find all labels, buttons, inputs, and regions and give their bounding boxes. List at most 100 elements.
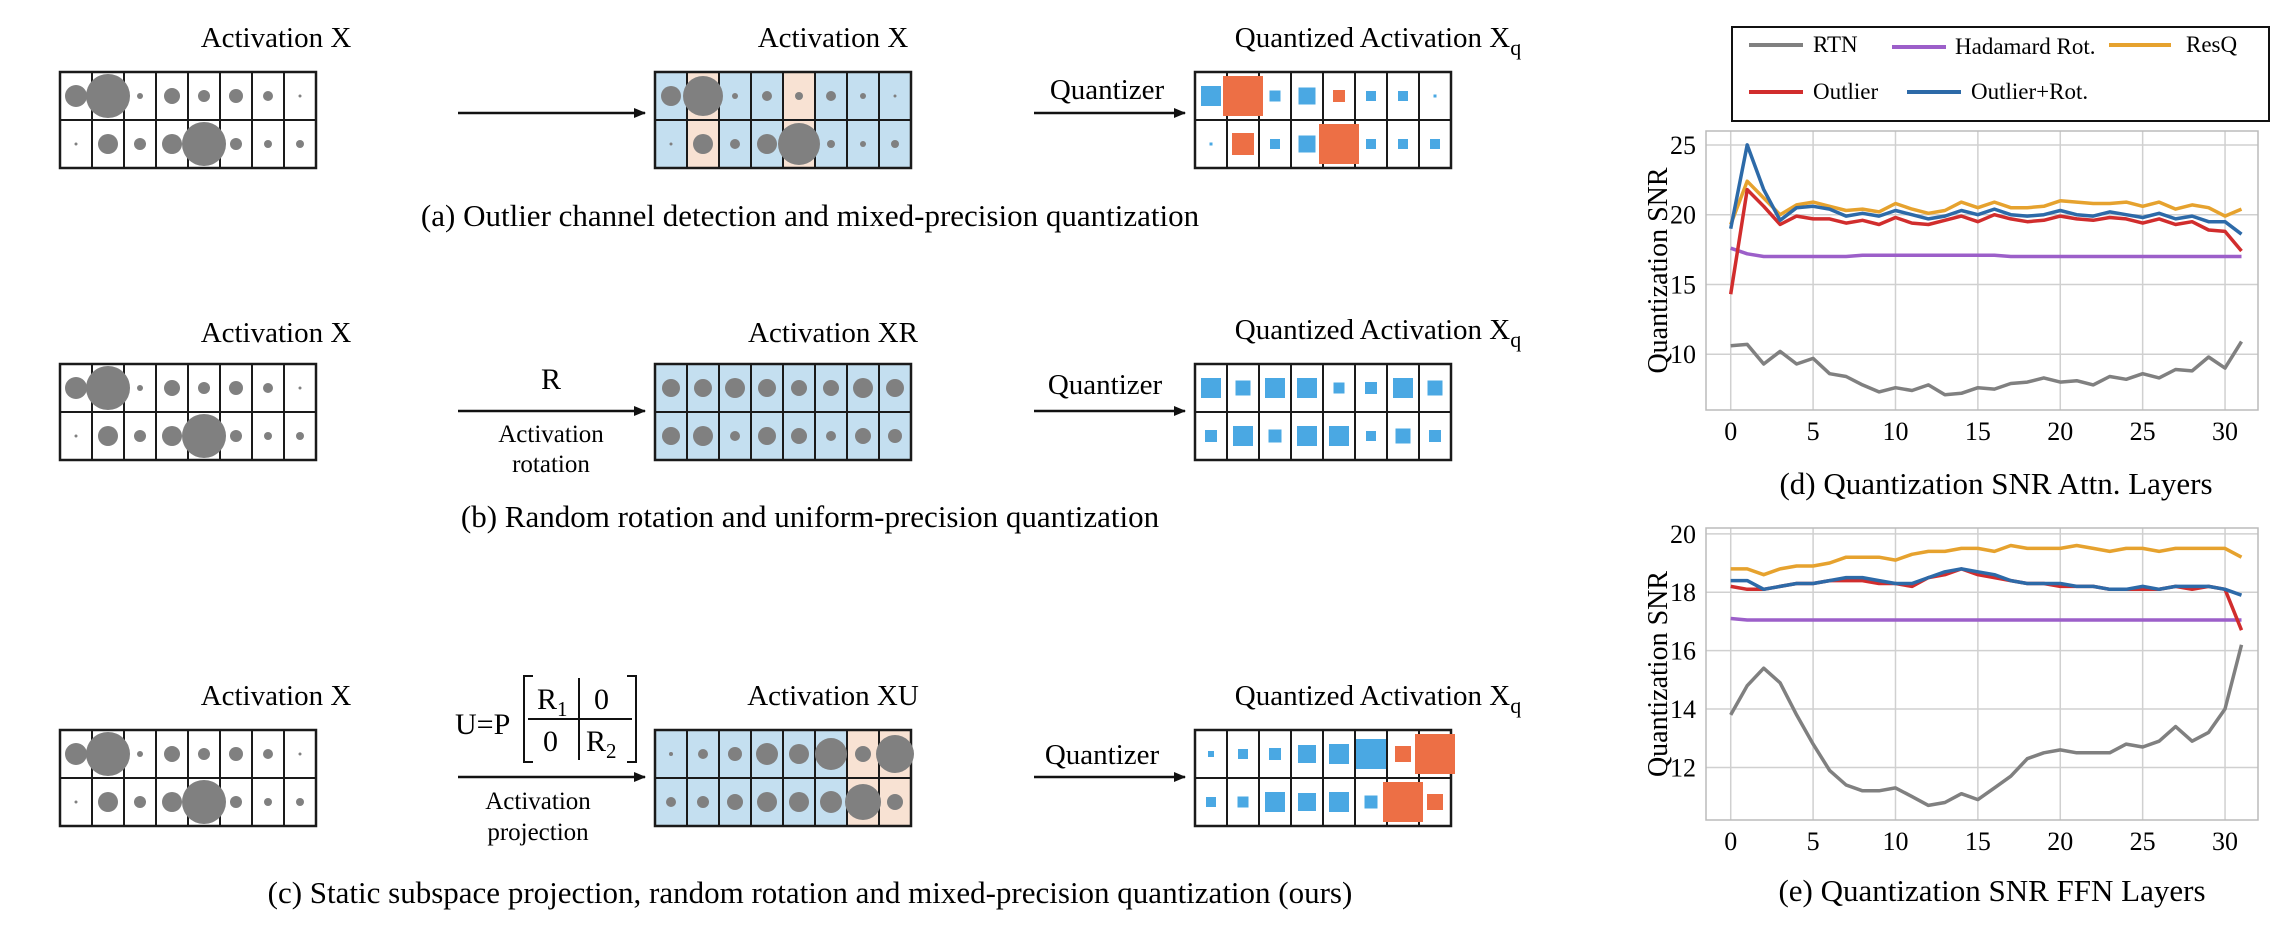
activation-dot [855,428,871,444]
activation-dot [264,798,272,806]
series-line-resq [1730,543,2243,577]
activation-dot [137,751,143,757]
panel-b-mid-matrix [653,362,913,462]
activation-dot [98,134,118,154]
activation-dot [263,749,273,759]
panel-c-arrow-label-2: projection [487,819,589,846]
activation-dot [693,426,713,446]
activation-dot [823,380,839,396]
quantized-square [1237,796,1249,808]
activation-dot [853,378,873,398]
plot-frame [1705,527,2259,821]
activation-dot [888,429,902,443]
activation-dot [86,732,130,776]
quantized-square [1364,795,1378,809]
activation-dot [230,430,242,442]
outlier-square [1383,782,1423,822]
activation-dot [758,379,776,397]
activation-dot [820,791,842,813]
quantized-square [1395,428,1411,444]
activation-dot [698,749,708,759]
activation-dot [198,748,210,760]
activation-dot [697,796,709,808]
activation-dot [137,385,143,391]
quantized-square [1427,380,1443,396]
legend-box [1731,26,2270,122]
quantized-square [1208,751,1214,757]
activation-dot [756,743,778,765]
y-axis-label: Quantization SNR [1643,571,1674,777]
series-line-hadamard-rot [1730,246,2242,259]
x-tick-label: 0 [1724,417,1737,446]
activation-dot [65,377,87,399]
activation-dot [263,383,273,393]
y-tick-label: 20 [1670,520,1696,549]
y-tick-label: 15 [1670,270,1696,299]
panel-b-input-title: Activation X [201,317,352,349]
matrix-border [653,362,913,462]
quantized-square [1329,744,1349,764]
panel-a-caption: (a) Outlier channel detection and mixed-… [421,198,1200,233]
activation-dot [815,738,847,770]
activation-dot [757,792,777,812]
panel-a-input-matrix [58,70,318,170]
activation-dot [727,794,743,810]
matrix-border [58,70,318,170]
formula-zero-top: 0 [594,683,609,716]
matrix-border [58,728,318,828]
activation-dot [182,780,226,824]
activation-dot [134,796,146,808]
x-tick-label: 10 [1882,417,1908,446]
series-line-outlier-rot [1728,143,2243,236]
matrix-cell [782,71,816,121]
panel-a-quantizer-label: Quantizer [1050,74,1165,106]
activation-dot [298,752,302,756]
activation-dot [757,134,777,154]
outlier-square [1232,133,1254,155]
x-tick-label: 15 [1965,827,1991,856]
x-tick-label: 15 [1965,417,1991,446]
activation-dot [230,796,242,808]
activation-dot [669,142,673,146]
activation-dot [162,426,182,446]
quantized-square [1429,430,1441,442]
quantized-square [1365,382,1377,394]
activation-dot [229,747,243,761]
matrix-border [653,728,913,828]
activation-dot [162,792,182,812]
panel-b-output-matrix [1193,362,1453,462]
panel-a: Activation X Activation X Quantizer Quan… [58,22,1521,233]
panel-c-caption: (c) Static subspace projection, random r… [268,875,1353,910]
panel-a-mid-title: Activation X [758,22,909,54]
activation-dot [876,735,914,773]
panel-c: Activation X U=P R1 0 0 R2 Activation pr… [58,675,1521,910]
activation-dot [296,798,304,806]
activation-dot [198,90,210,102]
activation-dot [65,743,87,765]
panel-a-output-matrix [1193,70,1453,170]
activation-dot [164,746,180,762]
quantized-square [1366,91,1376,101]
panel-a-output-title: Quantized Activation Xq [1235,22,1521,60]
quantized-square [1269,90,1281,102]
quantized-square [1298,87,1316,105]
panel-b-rotation-symbol: R [541,363,561,396]
matrix-border [1193,362,1453,462]
chart-legend: RTN Hadamard Rot. ResQ Outlier Outlier+R… [1731,26,2270,122]
panel-b-mid-title: Activation XR [748,317,919,349]
series-line-outlier-rot [1730,567,2243,597]
activation-dot [296,140,304,148]
activation-dot [164,88,180,104]
matrix-cell [814,363,848,413]
y-tick-label: 10 [1670,340,1696,369]
activation-dot [296,432,304,440]
y-tick-label: 25 [1670,131,1696,160]
activation-dot [778,123,820,165]
legend-label-outlier-rot: Outlier+Rot. [1971,79,2088,104]
activation-dot [694,379,712,397]
activation-dot [182,414,226,458]
activation-dot [230,138,242,150]
panel-a-input-title: Activation X [201,22,352,54]
activation-dot [65,85,87,107]
quantized-square [1356,739,1386,769]
